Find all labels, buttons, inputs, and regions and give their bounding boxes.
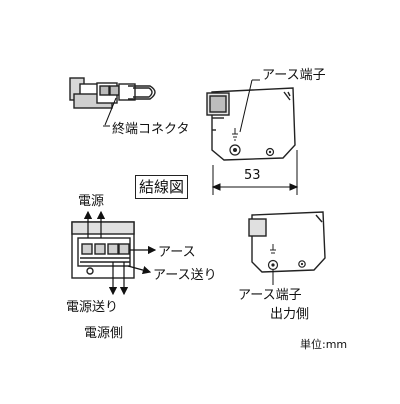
earth-feed-arrow [127, 265, 152, 275]
unit-label: 単位:mm [300, 338, 348, 351]
earth-screw-bottom [267, 244, 279, 271]
earth-terminal-bottom-label: アース端子 [238, 288, 302, 303]
terminal-connector-leader [104, 97, 117, 126]
terminal-connector-label: 終端コネクタ [112, 122, 190, 137]
side-view-bottom-drawing [248, 211, 326, 273]
earth-terminal-top-label: アース端子 [262, 68, 326, 83]
power-feed-label: 電源送り [66, 300, 119, 315]
side-view-top-drawing [206, 87, 296, 161]
terminal-connector-drawing [69, 77, 156, 109]
output-side-label: 出力側 [270, 307, 310, 322]
earth-terminal-top-leader [239, 79, 253, 133]
wiring-diagram-title: 結線図 [135, 175, 189, 199]
dimension-53-label: 53 [244, 168, 261, 183]
earth-feed-label: アース送り [153, 268, 217, 283]
dimension-line-53 [211, 150, 299, 195]
screw-right-bottom [298, 260, 306, 268]
power-supply-label: 電源 [78, 194, 105, 209]
terminal-block-drawing [71, 221, 135, 279]
power-side-label: 電源側 [84, 326, 124, 341]
earth-label: アース [158, 245, 196, 260]
earth-screw-top [229, 128, 241, 156]
screw-right-top [265, 147, 275, 157]
